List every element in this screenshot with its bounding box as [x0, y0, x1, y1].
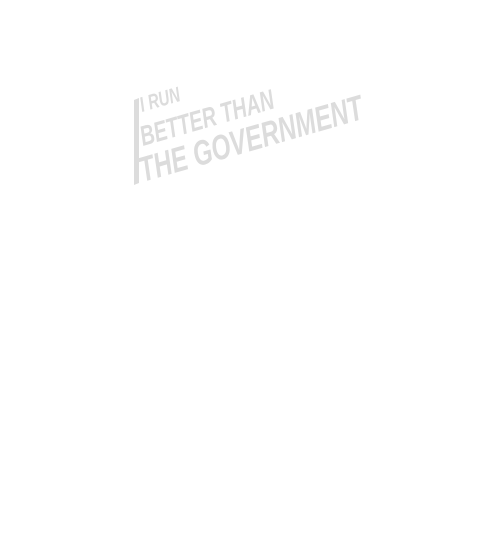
- slogan-accent-bar: [134, 98, 139, 185]
